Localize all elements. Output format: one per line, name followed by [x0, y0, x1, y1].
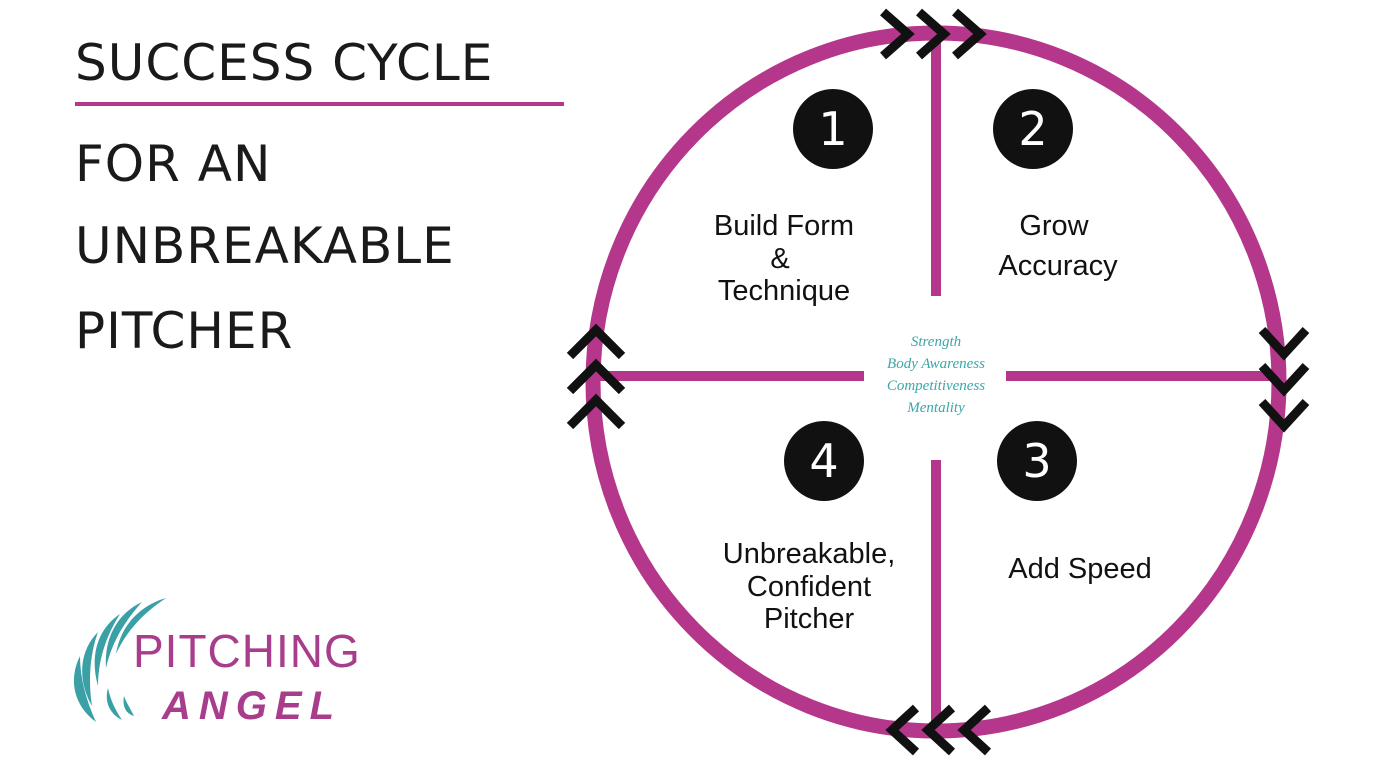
- title-line-3: UNBREAKABLE: [75, 217, 455, 275]
- chevrons-bottom-left-icon: [885, 704, 992, 756]
- chevrons-left-up-icon: [566, 323, 626, 430]
- center-label-4: Mentality: [906, 400, 965, 416]
- stage-1-label-line-1: Build Form: [714, 210, 854, 242]
- logo-text-angel: ANGEL: [162, 684, 342, 728]
- stage-4-label-line-3: Pitcher: [764, 603, 855, 635]
- stage-1-label-line-2: &: [770, 243, 789, 275]
- stage-badge-3: 3: [997, 421, 1077, 501]
- stage-2-label-line-2: Accuracy: [998, 250, 1118, 282]
- stage-4-label-line-1: Unbreakable,: [723, 538, 896, 570]
- stage-badge-1: 1: [793, 89, 873, 169]
- chevrons-right-down-icon: [1258, 326, 1310, 433]
- stage-badge-4: 4: [784, 421, 864, 501]
- center-label-1: Strength: [911, 334, 961, 350]
- stage-3-label-line-1: Add Speed: [1008, 553, 1152, 585]
- stage-number-1: 1: [818, 102, 847, 156]
- chevrons-top-right-icon: [880, 8, 987, 60]
- angel-wing-icon: [73, 598, 166, 722]
- stage-number-4: 4: [809, 434, 838, 488]
- center-label-2: Body Awareness: [887, 356, 985, 372]
- title-line-2: FOR AN: [75, 135, 272, 193]
- logo-text-pitching: PITCHING: [133, 625, 361, 677]
- title-line-1: SUCCESS CYCLE: [75, 34, 494, 92]
- stage-1-label-line-3: Technique: [718, 275, 850, 307]
- title-line-4: PITCHER: [75, 302, 294, 360]
- stage-4-label-line-2: Confident: [747, 571, 871, 603]
- stage-2-label-line-1: Grow: [1019, 210, 1089, 242]
- center-label-3: Competitiveness: [887, 378, 985, 394]
- stage-number-3: 3: [1022, 434, 1051, 488]
- title-underline: [75, 102, 564, 106]
- stage-number-2: 2: [1018, 102, 1047, 156]
- stage-badge-2: 2: [993, 89, 1073, 169]
